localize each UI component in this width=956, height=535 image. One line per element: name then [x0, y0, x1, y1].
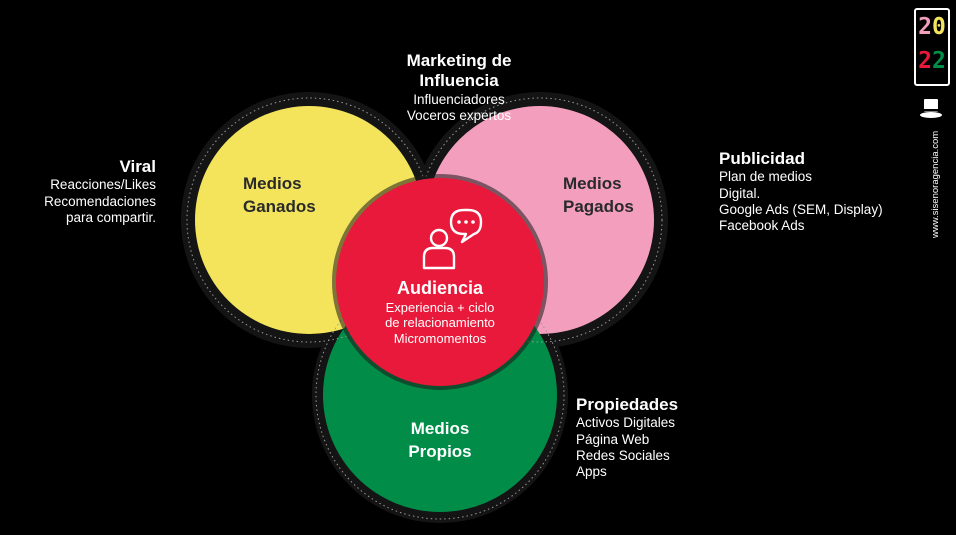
audiencia-line: Experiencia + ciclo: [385, 299, 495, 315]
medios-propios-label: Medios Propios: [388, 418, 492, 464]
marketing-title-line2: Influencia: [419, 71, 499, 91]
marketing-line: Influenciadores: [413, 91, 505, 107]
marketing-title-line1: Marketing de: [406, 51, 512, 70]
audiencia-line: Micromomentos: [393, 330, 487, 346]
year-top: 20: [916, 10, 948, 44]
viral-line: Reacciones/Likes: [50, 177, 156, 193]
publicidad-title: Publicidad: [719, 149, 805, 168]
viral-line: Recomendaciones: [44, 193, 156, 209]
user-chat-icon: [422, 208, 483, 270]
propios-dotted-ring: [315, 270, 565, 520]
ganados-line1: Medios: [243, 174, 302, 193]
publicidad-line: Plan de medios: [719, 169, 813, 185]
year-digit: 2: [932, 48, 946, 74]
year-digit: 2: [918, 48, 932, 74]
publicidad-line: Facebook Ads: [719, 217, 805, 233]
medios-pagados-label: Medios Pagados: [563, 173, 634, 219]
publicidad-line: Google Ads (SEM, Display): [719, 201, 883, 217]
top-hat-icon: [920, 99, 942, 118]
marketing-block: Marketing de Influencia Influenciadores …: [379, 51, 539, 124]
viral-block: Viral Reacciones/Likes Recomendaciones p…: [20, 157, 156, 226]
publicidad-line: Digital.: [719, 185, 761, 201]
year-digit: 2: [918, 14, 932, 40]
propiedades-title: Propiedades: [576, 395, 679, 414]
propiedades-line: Activos Digitales: [576, 415, 676, 431]
audiencia-block: Audiencia Experiencia + ciclo de relacio…: [360, 277, 520, 346]
propiedades-line: Apps: [576, 463, 607, 479]
propios-line1: Medios: [410, 419, 470, 438]
audiencia-circle: [336, 178, 544, 386]
propiedades-block: Propiedades Activos Digitales Página Web…: [576, 395, 726, 480]
marketing-line: Voceros expertos: [406, 107, 512, 123]
ganados-line2: Ganados: [243, 196, 316, 216]
year-bottom: 22: [916, 44, 948, 78]
pagados-line2: Pagados: [563, 196, 634, 216]
chat-dots: [457, 220, 475, 224]
pagados-line1: Medios: [563, 174, 622, 193]
publicidad-block: Publicidad Plan de medios Digital. Googl…: [719, 149, 909, 234]
propiedades-line: Redes Sociales: [576, 447, 670, 463]
year-digit: 0: [932, 14, 946, 40]
audiencia-line: de relacionamiento: [385, 315, 495, 331]
site-url[interactable]: www.sisenoragencia.com: [930, 130, 941, 238]
medios-ganados-label: Medios Ganados: [243, 173, 316, 219]
viral-line: para compartir.: [65, 209, 156, 225]
viral-title: Viral: [119, 157, 156, 176]
propios-line2: Propios: [408, 441, 472, 461]
audiencia-title: Audiencia: [396, 278, 484, 298]
year-badge: 20 22 20 22: [914, 8, 950, 86]
propiedades-line: Página Web: [576, 431, 650, 447]
